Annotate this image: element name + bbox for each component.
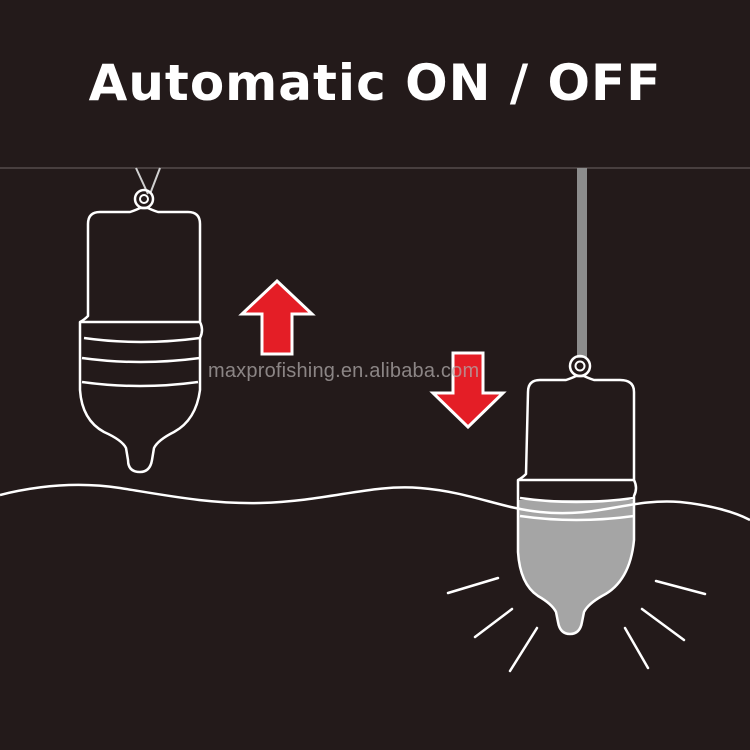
water-surface-line — [0, 483, 750, 522]
float-light-on-icon — [446, 168, 707, 673]
arrow-down-icon — [429, 351, 507, 430]
float-light-off-icon — [78, 167, 204, 474]
arrow-up-icon — [238, 278, 316, 356]
watermark-text: maxprofishing.en.alibaba.com — [208, 360, 480, 382]
page-title: Automatic ON / OFF — [88, 54, 662, 112]
